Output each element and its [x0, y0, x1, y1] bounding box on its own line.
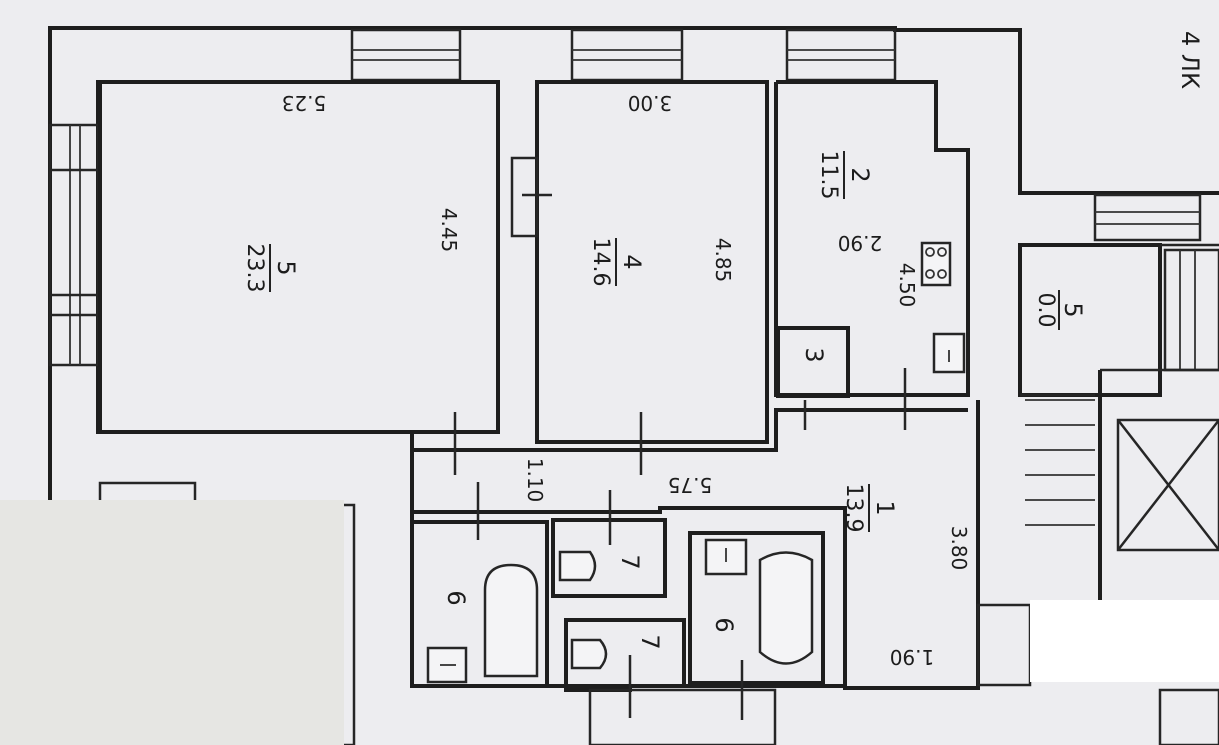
dim-kitchen-width: 2.90: [838, 231, 883, 255]
room-living-label: 5 23.3: [242, 244, 300, 293]
bathtub-left-icon: [483, 563, 539, 678]
room-bedroom: [510, 80, 769, 444]
room-hall-label: 1 13.9: [841, 484, 899, 533]
dim-bedroom-width: 3.00: [628, 91, 673, 115]
dim-hall-depth: 3.80: [947, 526, 971, 571]
dim-corridor-width: 1.10: [523, 458, 547, 503]
svg-text:5: 5: [1059, 302, 1087, 317]
dim-hall-width: 1.90: [890, 645, 935, 669]
bathtub-right-icon: [758, 551, 814, 665]
svg-text:5: 5: [272, 260, 300, 275]
svg-text:4: 4: [618, 254, 646, 269]
elevator-shaft: [1116, 418, 1219, 552]
paper-patch-overlay: [0, 500, 344, 745]
room-wc-bottom-number: 7: [636, 634, 664, 649]
dim-corridor-length: 5.75: [668, 473, 713, 497]
corner-tag: 4 ЛК: [1176, 31, 1204, 89]
room-wc-bottom: [564, 618, 686, 718]
dim-kitchen-depth: 4.50: [895, 263, 919, 308]
svg-text:0.0: 0.0: [1033, 293, 1058, 328]
dim-bedroom-depth: 4.85: [711, 238, 735, 283]
svg-text:13.9: 13.9: [841, 484, 866, 533]
room-neighbor-label: 5 0.0: [1033, 290, 1087, 330]
svg-text:2: 2: [846, 167, 874, 182]
room-bedroom-label: 4 14.6: [588, 238, 646, 287]
stairwell: [976, 243, 1219, 745]
toilet-top-icon: [558, 550, 597, 582]
room-hall: [412, 368, 968, 686]
toilet-bottom-icon: [570, 638, 608, 670]
svg-text:23.3: 23.3: [242, 244, 267, 293]
room-closet-number: 3: [800, 347, 828, 362]
svg-text:14.6: 14.6: [588, 238, 613, 287]
room-bath-left-number: 6: [442, 590, 470, 605]
white-patch-overlay: [1030, 600, 1219, 682]
top-windows: [350, 28, 1202, 242]
svg-text:1: 1: [871, 500, 899, 515]
room-bath-right: [688, 531, 825, 720]
room-closet: [776, 326, 850, 398]
room-living: [98, 80, 500, 434]
room-kitchen-label: 2 11.5: [816, 151, 874, 200]
room-bath-left: [410, 482, 549, 688]
svg-text:11.5: 11.5: [816, 151, 841, 200]
room-wc-top: [551, 490, 667, 598]
dim-living-width: 5.23: [282, 91, 327, 115]
left-windows: [48, 123, 100, 367]
room-bath-right-number: 6: [710, 617, 738, 632]
dim-living-depth: 4.45: [437, 208, 461, 253]
room-wc-top-number: 7: [616, 554, 644, 569]
